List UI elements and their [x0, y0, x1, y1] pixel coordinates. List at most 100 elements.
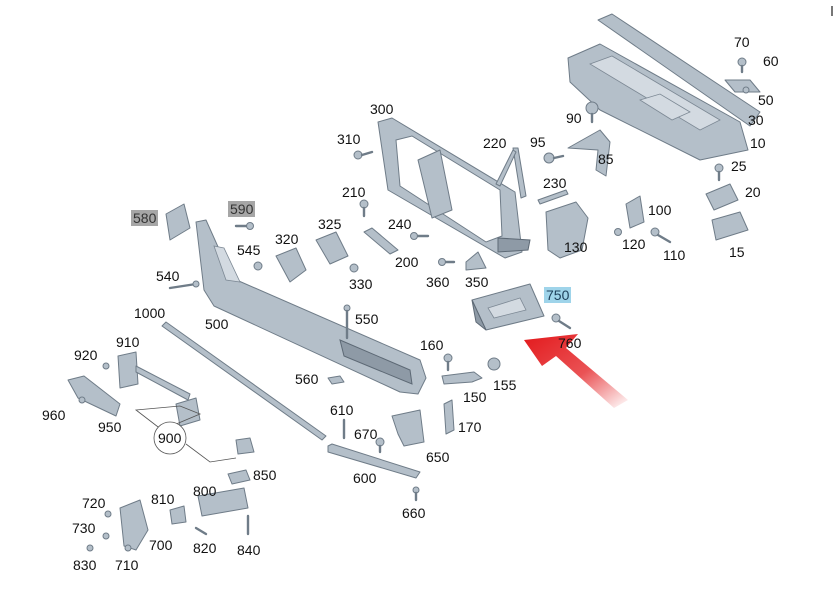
part-bracket-350 — [465, 251, 487, 271]
part-bolt-550 — [343, 304, 351, 340]
label-240: 240 — [388, 216, 412, 232]
label-70: 70 — [734, 34, 750, 50]
label-230: 230 — [543, 175, 567, 191]
part-strap-150 — [441, 371, 483, 385]
group-outline-900 — [134, 405, 237, 463]
label-810: 810 — [151, 491, 175, 507]
part-clip-900 — [235, 437, 255, 455]
part-bracket-20 — [705, 183, 739, 211]
label-120: 120 — [622, 236, 646, 252]
label-910: 910 — [116, 334, 140, 350]
part-front-module-carrier — [377, 117, 531, 259]
part-bolt-920 — [102, 362, 110, 370]
part-bumper-beam — [195, 219, 427, 395]
label-600: 600 — [353, 470, 377, 486]
part-bracket-325 — [315, 231, 349, 265]
label-960: 960 — [42, 407, 66, 423]
part-bolt-730 — [102, 532, 110, 540]
part-bolt-660 — [412, 486, 420, 502]
label-820: 820 — [193, 540, 217, 556]
label-200: 200 — [395, 254, 419, 270]
label-920: 920 — [74, 347, 98, 363]
part-bolt-590 — [234, 222, 254, 230]
part-grommet-155 — [487, 357, 501, 371]
label-210: 210 — [342, 184, 366, 200]
part-bolt-120 — [614, 228, 622, 236]
part-strut-220 — [495, 147, 527, 199]
label-545: 545 — [237, 242, 261, 258]
label-310: 310 — [337, 131, 361, 147]
label-1000: 1000 — [134, 305, 166, 321]
label-85: 85 — [598, 151, 614, 167]
part-bracket-800 — [197, 487, 249, 517]
label-580: 580 — [131, 210, 159, 226]
part-bracket-85 — [567, 129, 611, 177]
label-610: 610 — [330, 402, 354, 418]
label-550: 550 — [355, 311, 379, 327]
part-bolt-830 — [86, 544, 94, 552]
part-upper-cross-member — [567, 13, 761, 161]
label-220: 220 — [483, 135, 507, 151]
label-800: 800 — [193, 483, 217, 499]
part-bar-230 — [537, 189, 569, 205]
part-bolt-820 — [194, 526, 208, 536]
label-950: 950 — [98, 419, 122, 435]
label-150: 150 — [463, 389, 487, 405]
label-25: 25 — [731, 158, 747, 174]
label-330: 330 — [349, 276, 373, 292]
part-clip-560 — [327, 375, 345, 385]
label-900: 900 — [158, 430, 182, 446]
label-670: 670 — [354, 426, 378, 442]
part-bracket-320 — [275, 247, 307, 283]
part-bolt-60 — [737, 57, 747, 74]
label-90: 90 — [566, 110, 582, 126]
part-bolt-25 — [714, 163, 724, 182]
label-730: 730 — [72, 520, 96, 536]
label-300: 300 — [370, 101, 394, 117]
label-15: 15 — [729, 244, 745, 260]
part-bolt-545 — [253, 261, 263, 271]
label-850: 850 — [253, 467, 277, 483]
part-bracket-50 — [724, 79, 761, 93]
part-bolt-95 — [543, 152, 565, 164]
label-110: 110 — [663, 247, 686, 263]
part-bolt-310 — [353, 150, 374, 160]
label-650: 650 — [426, 449, 450, 465]
label-840: 840 — [237, 542, 261, 558]
part-rail-600 — [327, 443, 421, 479]
label-95: 95 — [530, 134, 546, 150]
label-20: 20 — [745, 184, 761, 200]
part-bracket-15 — [711, 211, 749, 241]
part-bolt-360 — [438, 258, 456, 266]
part-bracket-130 — [545, 201, 589, 259]
label-160: 160 — [420, 337, 444, 353]
part-bolt-540 — [168, 280, 200, 290]
part-bracket-700 — [119, 499, 149, 551]
part-bracket-580 — [165, 203, 191, 241]
label-60: 60 — [763, 53, 779, 69]
label-590: 590 — [228, 201, 256, 217]
label-560: 560 — [295, 371, 319, 387]
part-bolt-160 — [443, 353, 453, 372]
label-325: 325 — [318, 216, 342, 232]
red-pointer-arrow — [524, 334, 628, 408]
part-bolt-110 — [650, 227, 672, 244]
part-bolt-720 — [104, 510, 112, 518]
part-bracket-650 — [391, 409, 425, 447]
part-bolt-70 — [742, 86, 750, 94]
label-130: 130 — [564, 239, 588, 255]
label-350: 350 — [465, 274, 489, 290]
label-700: 700 — [149, 537, 173, 553]
label-155: 155 — [493, 377, 517, 393]
part-bracket-100 — [625, 195, 645, 229]
label-30: 30 — [748, 112, 764, 128]
label-100: 100 — [648, 202, 672, 218]
label-170: 170 — [458, 419, 482, 435]
part-bracket-950 — [67, 375, 121, 417]
label-50: 50 — [758, 92, 774, 108]
label-10: 10 — [750, 135, 766, 151]
part-bolt-960 — [78, 396, 86, 404]
part-bolt-210 — [359, 199, 369, 218]
edge-mark — [831, 6, 833, 16]
